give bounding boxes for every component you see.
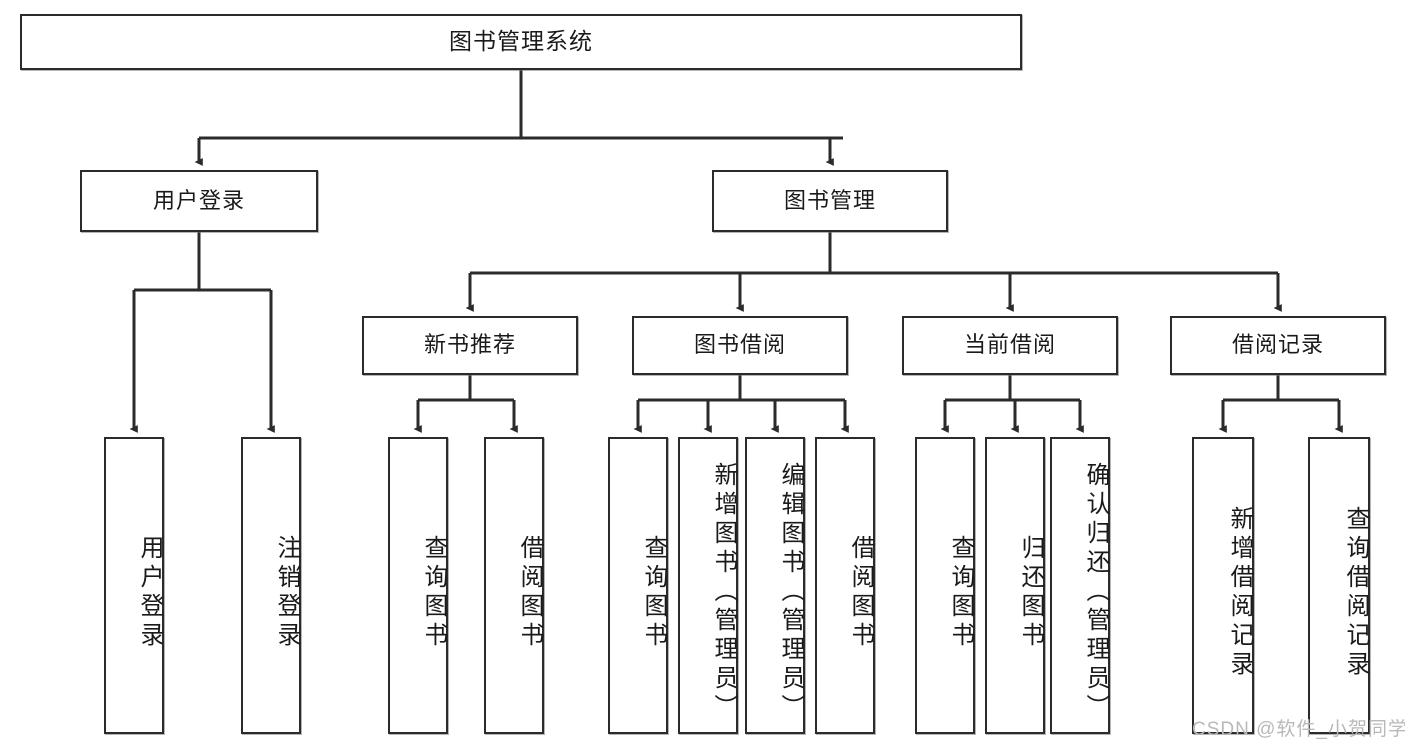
leaf-return-books[interactable]: 归还图书 <box>985 437 1045 734</box>
node-borrow-records[interactable]: 借阅记录 <box>1170 316 1386 375</box>
node-user-login[interactable]: 用户登录 <box>80 170 318 232</box>
leaf-add-book-admin[interactable]: 新增图书（管理员） <box>678 437 738 734</box>
leaf-confirm-return-admin[interactable]: 确认归还（管理员） <box>1050 437 1110 734</box>
leaf-borrow-books-recommendation[interactable]: 借阅图书 <box>484 437 544 734</box>
node-root-library-system[interactable]: 图书管理系统 <box>20 14 1022 70</box>
leaf-query-books-recommendation[interactable]: 查询图书 <box>388 437 448 734</box>
leaf-query-books-current[interactable]: 查询图书 <box>915 437 975 734</box>
leaf-borrow-books-borrowing[interactable]: 借阅图书 <box>815 437 875 734</box>
leaf-query-borrow-record[interactable]: 查询借阅记录 <box>1308 437 1370 734</box>
node-book-borrowing[interactable]: 图书借阅 <box>632 316 848 375</box>
leaf-logout[interactable]: 注销登录 <box>241 437 301 734</box>
node-new-book-recommendation[interactable]: 新书推荐 <box>362 316 578 375</box>
node-current-borrowing[interactable]: 当前借阅 <box>902 316 1118 375</box>
node-book-management[interactable]: 图书管理 <box>712 170 948 232</box>
leaf-edit-book-admin[interactable]: 编辑图书（管理员） <box>745 437 805 734</box>
leaf-add-borrow-record[interactable]: 新增借阅记录 <box>1192 437 1254 734</box>
csdn-watermark: CSDN @软件_小贺同学 <box>1192 719 1405 740</box>
leaf-query-books-borrowing[interactable]: 查询图书 <box>608 437 668 734</box>
leaf-user-login[interactable]: 用户登录 <box>104 437 164 734</box>
